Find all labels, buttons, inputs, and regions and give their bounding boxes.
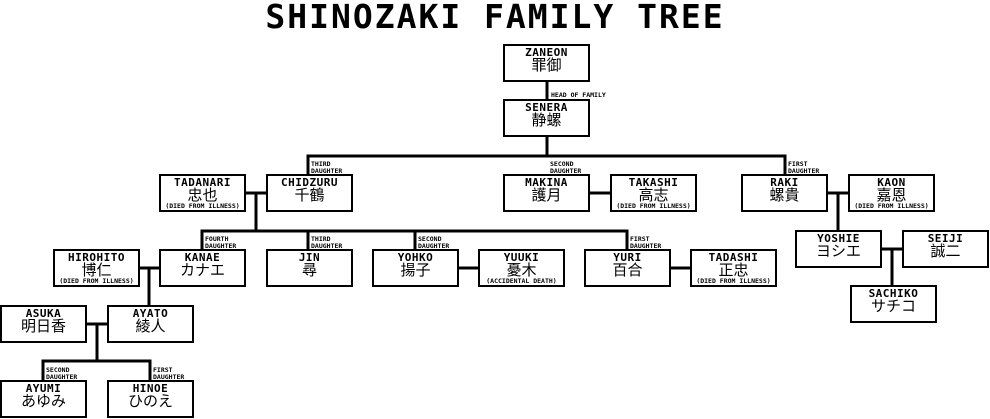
person-kanji: ひのえ	[127, 392, 173, 410]
person-name: AYUMI	[25, 382, 62, 395]
label-chidzuru-relation: THIRD DAUGHTER	[311, 160, 343, 175]
person-kanji: サチコ	[870, 297, 916, 315]
person-kanji: 博仁	[81, 261, 112, 279]
person-kanji: 憂木	[506, 261, 537, 279]
label-kanae-relation: FOURTH DAUGHTER	[205, 235, 237, 250]
person-kanji: 尋	[301, 261, 317, 279]
label-hinoe-relation: FIRST DAUGHTER	[153, 366, 185, 381]
label-jin-relation: THIRD DAUGHTER	[311, 235, 343, 250]
person-name: ASUKA	[25, 307, 62, 320]
person-name: CHIDZURU	[281, 176, 338, 189]
person-name: KANAE	[184, 251, 221, 264]
person-name: YUUKI	[503, 251, 540, 264]
person-kanji: 誠二	[930, 242, 961, 260]
person-name: AYATO	[132, 307, 169, 320]
person-name: HINOE	[132, 382, 169, 395]
person-kanji: カナエ	[179, 261, 225, 279]
person-kanji: 護月	[531, 186, 562, 204]
person-kanji: 忠也	[187, 186, 218, 204]
person-note: (DIED FROM ILLNESS)	[854, 202, 929, 210]
person-name: TAKASHI	[628, 176, 679, 189]
person-kanji: 百合	[612, 261, 643, 279]
page-title: SHINOZAKI FAMILY TREE	[265, 0, 725, 36]
person-note: (DIED FROM ILLNESS)	[616, 202, 691, 210]
person-kanji: 静螺	[531, 111, 562, 129]
person-note: (ACCIDENTAL DEATH)	[486, 277, 557, 285]
person-name: HIROHITO	[68, 251, 125, 264]
person-kanji: 千鶴	[294, 186, 325, 204]
person-name: KAON	[877, 176, 906, 189]
person-name: YURI	[613, 251, 642, 264]
label-yohko-relation: SECOND DAUGHTER	[418, 235, 450, 250]
label-raki-relation: FIRST DAUGHTER	[788, 160, 820, 175]
person-kanji: 明日香	[20, 317, 66, 335]
person-kanji: 罪御	[531, 56, 562, 74]
person-name: SEIJI	[927, 232, 964, 245]
person-kanji: 高志	[638, 186, 669, 204]
person-kanji: ヨシエ	[815, 242, 861, 260]
person-name: TADASHI	[708, 251, 759, 264]
person-note: (DIED FROM ILLNESS)	[59, 277, 134, 285]
person-name: SACHIKO	[868, 287, 919, 300]
person-name: ZANEON	[525, 46, 568, 59]
person-note: (DIED FROM ILLNESS)	[165, 202, 240, 210]
person-kanji: 綾人	[135, 317, 166, 335]
label-ayumi-relation: SECOND DAUGHTER	[46, 366, 78, 381]
person-kanji: 螺貴	[769, 186, 800, 204]
person-name: YOSHIE	[817, 232, 860, 245]
person-kanji: 嘉恩	[876, 186, 907, 204]
person-name: JIN	[298, 251, 321, 264]
person-name: YOHKO	[397, 251, 434, 264]
person-name: SENERA	[525, 101, 568, 114]
label-yuri-relation: FIRST DAUGHTER	[630, 235, 662, 250]
person-kanji: あゆみ	[20, 392, 66, 410]
person-kanji: 揚子	[400, 261, 431, 279]
label-head-of-family: HEAD OF FAMILY	[551, 91, 606, 99]
person-name: TADANARI	[174, 176, 231, 189]
person-name: MAKINA	[525, 176, 568, 189]
label-makina-relation: SECOND DAUGHTER	[550, 160, 582, 175]
person-kanji: 正忠	[718, 261, 749, 279]
person-note: (DIED FROM ILLNESS)	[696, 277, 771, 285]
person-name: RAKI	[770, 176, 799, 189]
